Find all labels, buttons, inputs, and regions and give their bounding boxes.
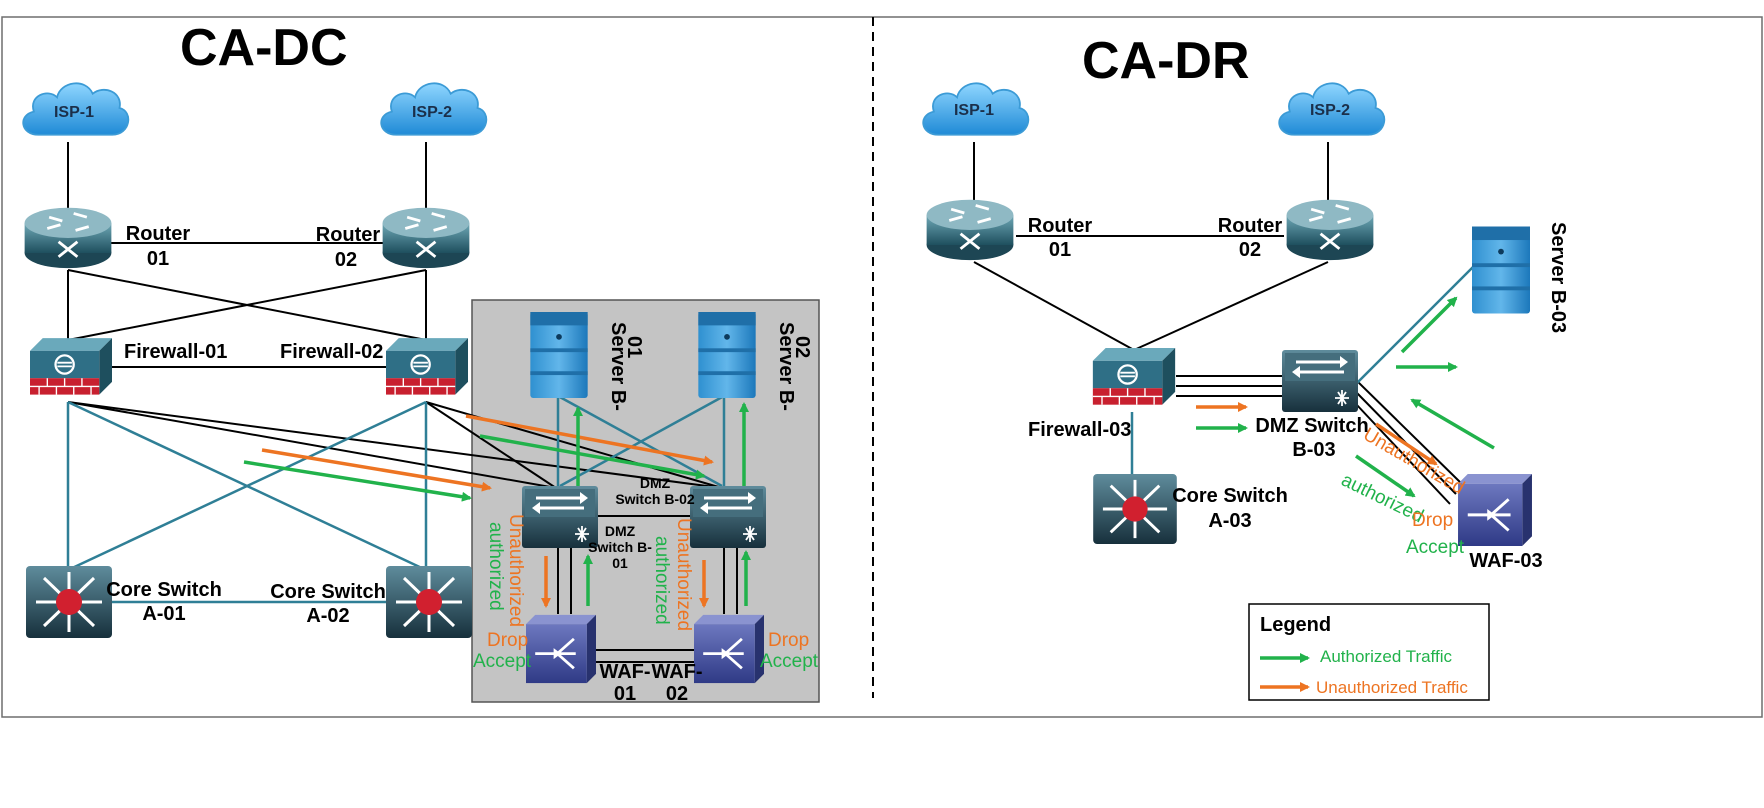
waf-label: WAF- bbox=[599, 661, 650, 683]
router-label: Router bbox=[126, 223, 191, 245]
firewall-label: Firewall-01 bbox=[124, 341, 227, 363]
legend-box bbox=[1248, 603, 1490, 701]
waf-label: 01 bbox=[614, 683, 636, 705]
accept-label: Accept bbox=[473, 651, 532, 672]
dmz-switch-label: DMZ bbox=[605, 523, 636, 539]
core-switch-label: Core Switch bbox=[1172, 485, 1288, 507]
dmz-switch-label: 01 bbox=[612, 555, 628, 571]
dc-links bbox=[67, 142, 738, 663]
legend-title: Legend bbox=[1260, 614, 1331, 636]
core-switch-icon bbox=[386, 566, 472, 638]
core-switch-label: A-01 bbox=[142, 603, 185, 625]
dc-traffic-arrows bbox=[243, 402, 751, 608]
authorized-label: authorized bbox=[651, 536, 672, 625]
core-switch-icon bbox=[26, 566, 112, 638]
router-label: Router bbox=[1028, 215, 1093, 237]
firewall-icon bbox=[386, 338, 468, 396]
waf-icon bbox=[526, 613, 596, 685]
drop-label: Drop bbox=[1412, 510, 1453, 531]
dmz-switch-label: DMZ bbox=[640, 475, 671, 491]
router-icon bbox=[381, 206, 471, 270]
router-label: 01 bbox=[1049, 239, 1071, 261]
accept-label: Accept bbox=[1406, 537, 1465, 558]
dr-traffic-arrows bbox=[1196, 296, 1495, 498]
router-label: 01 bbox=[147, 248, 169, 270]
server-icon bbox=[698, 312, 756, 398]
core-switch-label: Core Switch bbox=[270, 581, 386, 603]
authorized-label: authorized bbox=[485, 522, 506, 611]
waf-label: WAF-03 bbox=[1469, 550, 1542, 572]
core-switch-label: A-02 bbox=[306, 605, 349, 627]
router-label: Router bbox=[1218, 215, 1283, 237]
dc-teal-links bbox=[66, 394, 726, 604]
core-switch-label: A-03 bbox=[1208, 510, 1251, 532]
diagram-frame bbox=[1, 16, 1763, 718]
dmz-switch-icon bbox=[690, 486, 766, 548]
firewall-label: Firewall-03 bbox=[1028, 419, 1131, 441]
server-label: 01 bbox=[623, 336, 645, 358]
router-label: Router bbox=[316, 224, 381, 246]
server-label: Server B-03 bbox=[1547, 222, 1569, 333]
isp-label: ISP-2 bbox=[1310, 102, 1350, 119]
core-switch-label: Core Switch bbox=[106, 579, 222, 601]
isp-label: ISP-1 bbox=[54, 104, 94, 121]
unauthorized-label: Unauthorized bbox=[673, 518, 694, 631]
router-icon bbox=[1285, 198, 1375, 262]
drop-label: Drop bbox=[768, 630, 809, 651]
router-label: 02 bbox=[1239, 239, 1261, 261]
router-icon bbox=[925, 198, 1015, 262]
server-label: Server B- bbox=[607, 322, 629, 411]
site-title: CA-DC bbox=[180, 19, 348, 77]
waf-label: 02 bbox=[666, 683, 688, 705]
router-label: 02 bbox=[335, 249, 357, 271]
unauthorized-label: Unauthorized bbox=[505, 514, 526, 627]
dmz-switch-label: Switch B- bbox=[588, 539, 652, 555]
server-icon bbox=[1472, 226, 1530, 314]
isp-label: ISP-1 bbox=[954, 102, 994, 119]
site-title: CA-DR bbox=[1082, 32, 1250, 90]
waf-icon bbox=[1456, 474, 1534, 546]
server-label: Server B- bbox=[775, 322, 797, 411]
dmz-switch-icon bbox=[522, 486, 598, 548]
dmz-switch-label: DMZ Switch bbox=[1255, 415, 1368, 437]
waf-label: WAF- bbox=[651, 661, 702, 683]
legend-authorized-label: Authorized Traffic bbox=[1320, 647, 1452, 666]
firewall-icon bbox=[1092, 348, 1176, 406]
dmz-switch-label: B-03 bbox=[1292, 439, 1335, 461]
isp-label: ISP-2 bbox=[412, 104, 452, 121]
firewall-label: Firewall-02 bbox=[280, 341, 383, 363]
drop-label: Drop bbox=[487, 630, 528, 651]
dr-teal-links bbox=[1130, 263, 1477, 476]
accept-label: Accept bbox=[760, 651, 819, 672]
legend-unauthorized-label: Unauthorized Traffic bbox=[1316, 678, 1468, 697]
dmz-switch-label: Switch B-02 bbox=[615, 491, 695, 507]
dmz-switch-icon bbox=[1282, 350, 1358, 412]
server-icon bbox=[530, 312, 588, 398]
router-icon bbox=[23, 206, 113, 270]
core-switch-icon bbox=[1092, 474, 1178, 544]
legend: Legend Authorized Traffic Unauthorized T… bbox=[1248, 603, 1490, 701]
waf-icon bbox=[694, 613, 764, 685]
firewall-icon bbox=[30, 338, 112, 396]
server-label: 02 bbox=[791, 336, 813, 358]
